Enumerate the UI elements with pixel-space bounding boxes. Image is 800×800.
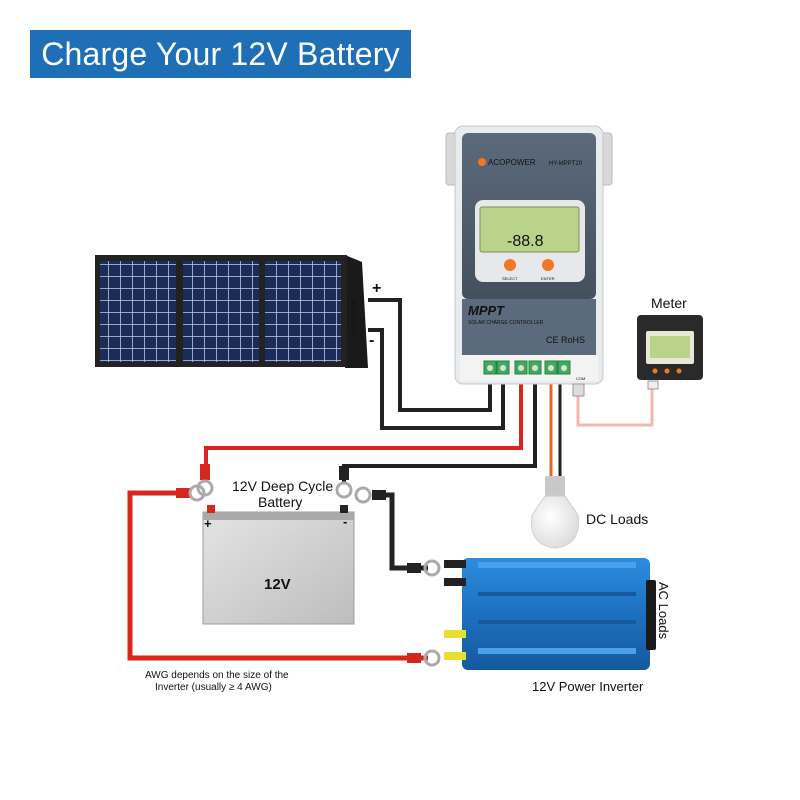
controller-battery-negative-wire	[342, 380, 537, 482]
enter-label: ENTER	[541, 276, 555, 281]
controller-model: HY-MPPT20	[549, 161, 583, 167]
awg-note-line1: AWG depends on the size of the	[145, 670, 289, 681]
battery: 12V Deep Cycle Battery + - 12V	[202, 478, 355, 625]
ring-terminal-icon	[176, 484, 206, 502]
battery-voltage: 12V	[264, 576, 291, 593]
controller-terminals	[483, 360, 571, 375]
battery-label-line1: 12V Deep Cycle	[232, 478, 333, 494]
controller-subtitle: SOLAR CHARGE CONTROLLER	[468, 320, 544, 326]
inverter: 12V Power Inverter AC Loads	[444, 558, 671, 694]
solar-minus-label: -	[369, 332, 374, 349]
battery-minus: -	[343, 514, 347, 529]
controller-com-label: COM	[576, 376, 585, 381]
meter: Meter	[637, 295, 703, 390]
enter-button[interactable]	[542, 259, 554, 271]
solar-plus-label: +	[372, 280, 381, 297]
charge-controller: ACOPOWER HY-MPPT20 -88.8 SELECT ENTER MP…	[445, 125, 613, 397]
controller-battery-positive-wire	[204, 380, 523, 478]
select-label: SELECT	[502, 276, 518, 281]
solar-positive-wire	[368, 298, 492, 412]
page-title-banner: Charge Your 12V Battery	[30, 30, 411, 78]
battery-plus: +	[204, 516, 212, 531]
battery-label-line2: Battery	[258, 494, 302, 510]
ring-terminal-icon	[407, 649, 441, 667]
meter-label: Meter	[651, 295, 687, 311]
light-bulb-icon: DC Loads	[530, 476, 648, 549]
dc-loads-label: DC Loads	[586, 511, 648, 527]
inverter-positive-wire	[127, 490, 428, 661]
solar-panel: ACOPOWER + -	[95, 255, 381, 368]
ring-terminal-icon	[354, 486, 386, 504]
inverter-label: 12V Power Inverter	[532, 679, 644, 694]
ring-terminal-icon	[335, 466, 353, 499]
controller-mppt-label: MPPT	[468, 303, 505, 318]
inverter-negative-wire	[385, 492, 428, 571]
controller-brand: ACOPOWER	[488, 158, 536, 167]
meter-cable	[576, 385, 654, 427]
select-button[interactable]	[504, 259, 516, 271]
ac-loads-label: AC Loads	[656, 582, 671, 640]
solar-panel-brand: ACOPOWER	[352, 299, 358, 335]
awg-note-line2: Inverter (usually ≥ 4 AWG)	[155, 682, 272, 693]
controller-cert: CE RoHS	[546, 335, 585, 345]
ring-terminal-icon	[407, 559, 441, 577]
solar-negative-wire	[368, 328, 505, 430]
controller-lcd-value: -88.8	[507, 233, 544, 250]
